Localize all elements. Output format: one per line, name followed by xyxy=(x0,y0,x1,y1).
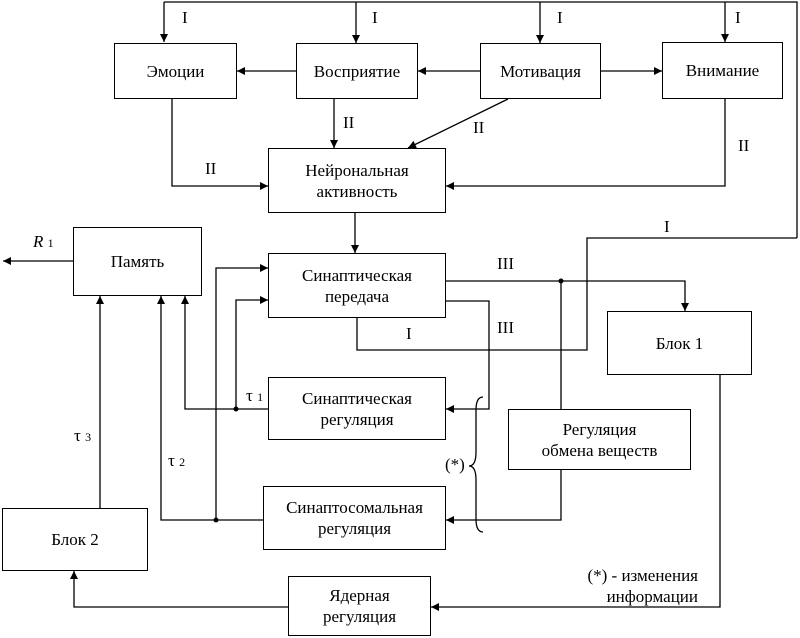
connector-feedback-outer xyxy=(215,264,268,520)
output-label-r1: R 1 xyxy=(33,233,54,252)
footnote: (*) - изменения информации xyxy=(540,565,698,607)
emotions-node: Эмоции xyxy=(114,43,237,99)
junction-dot xyxy=(233,406,239,412)
nuclear-regulation-label: Ядерная регуляция xyxy=(322,586,397,626)
synaptic-regulation-node: Синаптическая регуляция xyxy=(268,377,446,440)
tau-symbol: τ xyxy=(246,386,253,405)
connector-emotions-to-neuronal xyxy=(171,98,268,190)
metabolism-regulation-node: Регуляция обмена веществ xyxy=(508,409,691,470)
metabolism-regulation-label: Регуляция обмена веществ xyxy=(541,419,658,460)
synaptosomal-regulation-label: Синаптосомальная регуляция xyxy=(286,498,423,538)
output-label-r-subscript: 1 xyxy=(47,236,54,250)
nuclear-regulation-node: Ядерная регуляция xyxy=(288,576,431,636)
connector-synaptic-to-block1 xyxy=(446,280,689,311)
attention-label: Внимание xyxy=(685,61,760,80)
connector-synaptic-to-synreg xyxy=(446,300,490,413)
perception-node: Восприятие xyxy=(296,43,418,99)
block1-node: Блок 1 xyxy=(607,311,752,375)
label-III: III xyxy=(497,318,514,337)
label-II: II xyxy=(738,136,750,155)
memory-label: Память xyxy=(110,252,165,271)
label-I: I xyxy=(557,8,563,27)
neuronal-activity-label: Нейрональная активность xyxy=(305,160,409,201)
block2-node: Блок 2 xyxy=(2,508,148,571)
tau3-label: τ 3 xyxy=(74,427,91,446)
block1-label: Блок 1 xyxy=(655,333,704,353)
tau-symbol: τ xyxy=(74,426,81,445)
label-II: II xyxy=(205,159,217,178)
label-II: II xyxy=(473,118,485,137)
tau1-label: τ 1 xyxy=(246,387,263,406)
tau3-subscript: 3 xyxy=(85,430,92,444)
label-I: I xyxy=(406,324,412,343)
synaptic-transmission-label: Синаптическая передача xyxy=(302,265,412,306)
synaptic-regulation-label: Синаптическая регуляция xyxy=(302,388,412,429)
label-II: II xyxy=(343,113,355,132)
junction-dot xyxy=(558,278,564,284)
motivation-label: Мотивация xyxy=(500,61,581,81)
connector-feedback-inner xyxy=(235,296,268,409)
tau2-label: τ 2 xyxy=(168,452,185,471)
memory-node: Память xyxy=(73,227,202,296)
attention-node: Внимание xyxy=(662,42,783,99)
connector-motivation-to-neuronal xyxy=(407,98,509,149)
junction-dot xyxy=(213,517,219,523)
label-I: I xyxy=(735,8,741,27)
tau2-subscript: 2 xyxy=(179,455,186,469)
block2-label: Блок 2 xyxy=(51,530,99,549)
output-label-r: R xyxy=(33,232,44,251)
brace-star-label: (*) xyxy=(445,455,465,474)
footnote-line2: информации xyxy=(606,587,698,606)
label-I: I xyxy=(372,8,378,27)
perception-label: Восприятие xyxy=(313,61,401,81)
tau1-subscript: 1 xyxy=(257,390,264,404)
connector-nuclear-to-block2 xyxy=(70,571,288,608)
brace-shape xyxy=(468,396,484,533)
label-I: I xyxy=(182,8,188,27)
connector-top-bus xyxy=(164,1,798,238)
connector-block1-to-nuclear xyxy=(431,375,721,611)
footnote-line1: (*) - изменения xyxy=(587,566,698,585)
connector-tau2 xyxy=(157,296,263,521)
label-III: III xyxy=(497,254,514,273)
tau-symbol: τ xyxy=(168,451,175,470)
connector-attention-to-neuronal xyxy=(446,99,726,190)
connector-bus-down-to-sensory xyxy=(356,237,797,351)
neuronal-activity-node: Нейрональная активность xyxy=(268,148,446,213)
emotions-label: Эмоции xyxy=(146,61,205,81)
synaptosomal-regulation-node: Синаптосомальная регуляция xyxy=(263,486,446,550)
connector-tau1 xyxy=(181,296,268,410)
synaptic-transmission-node: Синаптическая передача xyxy=(268,253,446,318)
motivation-node: Мотивация xyxy=(480,43,601,99)
connector-metabolism-to-synaptosomal xyxy=(446,470,562,524)
label-I: I xyxy=(664,217,670,236)
